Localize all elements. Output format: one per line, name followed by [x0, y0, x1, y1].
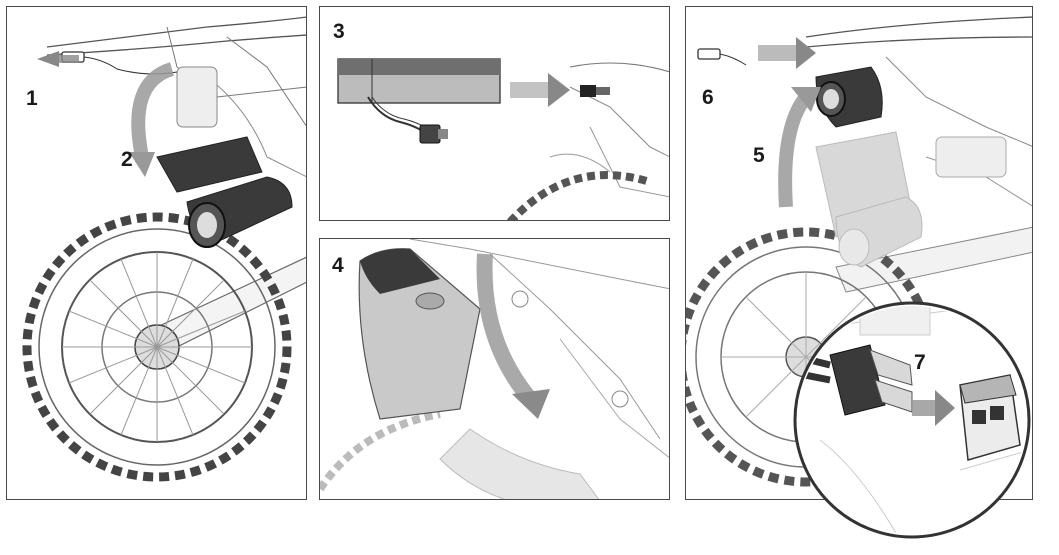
- step-number-2: 2: [121, 148, 133, 171]
- muffler-icon: [337, 58, 501, 104]
- muffler-icon: [815, 66, 883, 128]
- arrow-icon: [129, 62, 175, 177]
- panel-step-3: 3: [319, 6, 670, 221]
- illustration-unhook-exhaust: [320, 239, 669, 499]
- arrow-icon: [37, 51, 79, 67]
- arrow-icon: [758, 37, 816, 69]
- step-number-1: 1: [26, 87, 38, 110]
- connector-icon: [829, 344, 913, 416]
- connector-icon: [697, 48, 747, 66]
- illustration-remove-muffler: [22, 16, 306, 482]
- panel-steps-1-2: 1 2: [6, 6, 307, 500]
- muffler-icon: [156, 136, 293, 248]
- wheel-icon: [22, 212, 292, 482]
- arrow-icon: [510, 73, 570, 107]
- arrow-icon: [912, 390, 955, 426]
- step-number-4: 4: [332, 254, 344, 277]
- step-number-3: 3: [333, 20, 345, 43]
- arrow-icon: [778, 87, 821, 208]
- step-number-7: 7: [914, 351, 926, 374]
- arrow-icon: [476, 253, 550, 419]
- panel-step-4: 4: [319, 238, 670, 500]
- connector-icon: [419, 124, 448, 144]
- illustration-disconnect-cable: [337, 58, 669, 220]
- connector-icon: [959, 374, 1021, 461]
- illustration-install-exhaust: [686, 16, 1032, 487]
- muffler-icon: [358, 248, 481, 420]
- step-number-6: 6: [702, 86, 714, 109]
- step-number-5: 5: [753, 144, 765, 167]
